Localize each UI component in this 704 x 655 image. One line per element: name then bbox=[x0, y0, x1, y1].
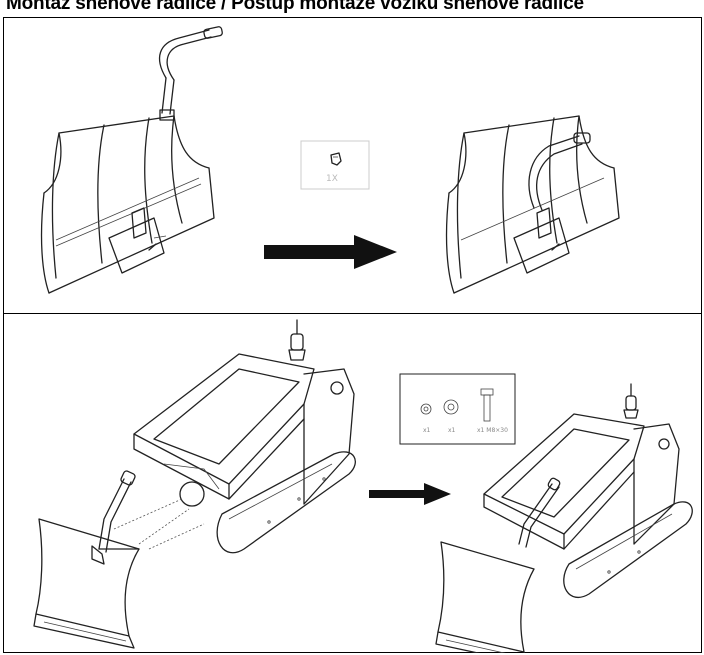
washer-qty-label: x1 bbox=[423, 427, 431, 434]
step1-panel: 1X bbox=[40, 26, 620, 294]
bolt-icon bbox=[480, 388, 494, 422]
instruction-frame bbox=[3, 17, 702, 653]
quantity-label: 1X bbox=[326, 174, 338, 184]
spring-washer-qty-label: x1 bbox=[448, 427, 456, 434]
bracket-icon bbox=[159, 109, 175, 121]
washer-icon bbox=[420, 403, 432, 415]
step-divider bbox=[3, 313, 702, 314]
blade-assembly-after bbox=[445, 115, 620, 294]
blade-assembly-before bbox=[40, 26, 223, 294]
bracket-icon bbox=[330, 152, 342, 166]
step2-panel: x1 x1 x1 M8×30 bbox=[33, 319, 693, 653]
step2-parts-box: x1 x1 x1 M8×30 bbox=[399, 373, 516, 445]
arrow-right-icon bbox=[264, 235, 397, 269]
dumper-assembled bbox=[435, 383, 693, 653]
page-title: Montáž sněhové radlice / Postup montáže … bbox=[6, 0, 584, 14]
arrow-right-icon bbox=[369, 483, 451, 505]
dumper-exploded bbox=[33, 319, 356, 649]
bolt-qty-label: x1 M8×30 bbox=[477, 427, 508, 434]
washer-icon bbox=[443, 399, 459, 415]
step1-parts-box: 1X bbox=[300, 140, 370, 190]
